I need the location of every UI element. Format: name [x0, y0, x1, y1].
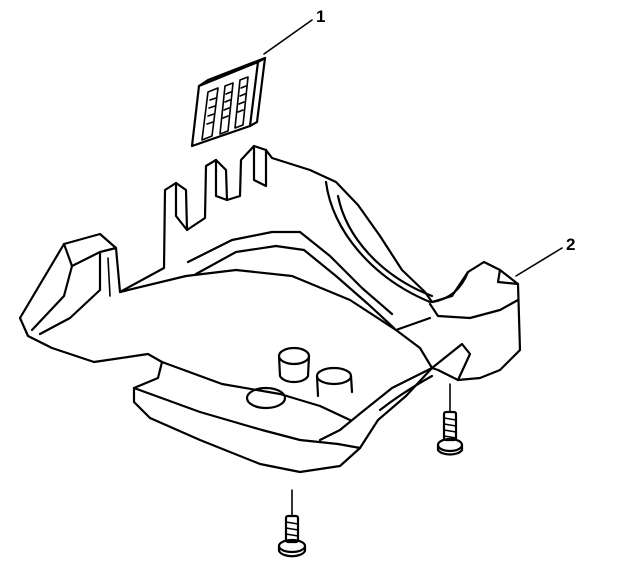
boss-cylinder-right: [315, 366, 354, 398]
callout-2-label: 2: [566, 235, 575, 254]
part-2-housing: [18, 144, 522, 474]
callout-1-label: 1: [316, 7, 325, 26]
boss-cylinder-left: [277, 346, 311, 384]
callout-2: 2: [515, 235, 575, 277]
mounting-hole: [245, 386, 287, 410]
part-1-clip: [190, 56, 267, 148]
screw-bottom: [277, 489, 307, 558]
callout-1: 1: [263, 7, 325, 55]
screw-right: [436, 383, 464, 456]
